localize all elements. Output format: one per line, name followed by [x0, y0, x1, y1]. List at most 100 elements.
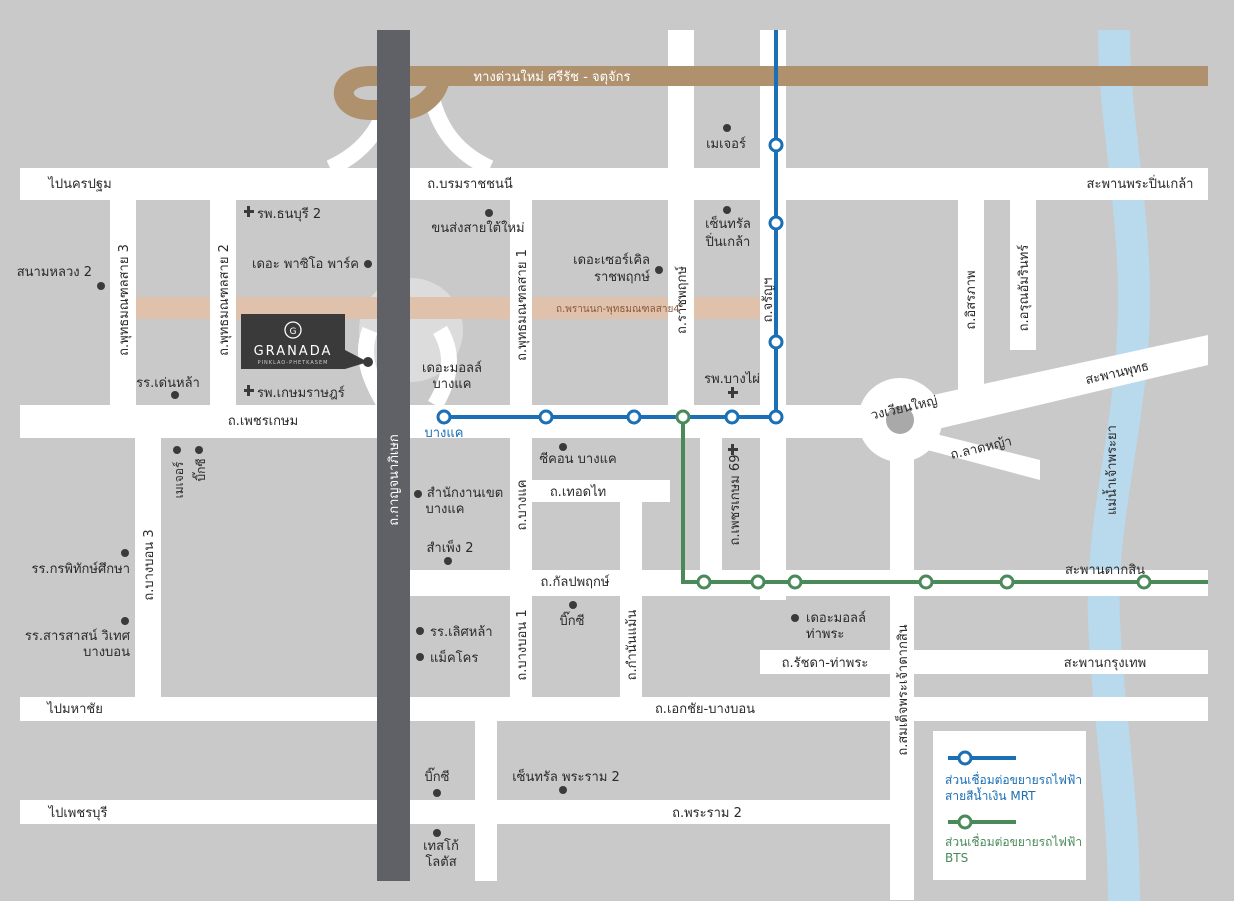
label-kanlapaphruek: ถ.กัลปพฤกษ์: [541, 574, 610, 590]
bts-station: [918, 574, 934, 590]
label-makro: แม็คโคร: [430, 648, 478, 666]
kanchanaphisek-road: [377, 30, 410, 881]
label-central-pinklao-1: เซ็นทรัล: [705, 214, 751, 232]
label-to-nakhon-pathom: ไปนครปฐม: [47, 176, 111, 192]
label-district-1: สำนักงานเขต: [427, 486, 503, 501]
label-phutthamonthon1: ถ.พุทธมณฑลสาย 1: [515, 249, 530, 361]
label-major-pinklao: เมเจอร์: [706, 136, 746, 152]
label-seacon: ซีคอน บางแค: [539, 451, 616, 467]
chao-phraya-river: [1087, 30, 1150, 901]
label-mall-thaphra-1: เดอะมอลล์: [806, 610, 866, 626]
label-school-saras-2: บางบอน: [83, 645, 130, 660]
label-lotus-1: เทสโก้: [423, 838, 459, 854]
granada-project-logo: G GRANADA PINKLAO-PHETKASEM: [241, 314, 373, 369]
vertical-roads: [110, 30, 1036, 900]
legend-bts-icon: [957, 814, 973, 830]
label-rama2: ถ.พระราม 2: [672, 806, 742, 821]
place-markers: [97, 124, 799, 837]
svg-text:G: G: [290, 327, 297, 337]
label-ratchaphruek: ถ.ราชพฤกษ์: [674, 266, 690, 334]
label-school-korn: รร.กรพิทักษ์ศึกษา: [31, 561, 130, 577]
phran-nok-road: [136, 297, 761, 319]
legend-mrt-icon: [957, 750, 973, 766]
mrt-station: [768, 334, 784, 350]
label-station-bangkhae: บางแค: [425, 426, 464, 441]
label-hosp-thonburi2: รพ.ธนบุรี 2: [257, 206, 321, 222]
label-mall-bangkhae-2: บางแค: [433, 377, 472, 392]
mrt-station: [768, 409, 784, 425]
expressway-srirat: [333, 66, 1208, 120]
label-lotus-2: โลตัส: [425, 854, 456, 870]
label-bigc-bangkhae: บิ๊กซี: [192, 458, 208, 481]
label-ratchada-thaphra: ถ.รัชดา-ท่าพระ: [782, 656, 869, 671]
label-mall-bangkhae-1: เดอะมอลล์: [422, 360, 482, 376]
label-phet-kasem-69: ถ.เพชรเกษม 69: [728, 455, 743, 546]
label-central-pinklao-2: ปิ่นเกล้า: [705, 233, 751, 250]
hospital-icons: [244, 206, 738, 455]
label-expressway: ทางด่วนใหม่ ศรีรัช - จตุจักร: [474, 69, 631, 85]
label-to-mahachai: ไปมหาชัย: [46, 701, 103, 717]
label-petchkasem: ถ.เพชรเกษม: [228, 414, 298, 429]
label-arun-amarin: ถ.อรุณอัมรินทร์: [1016, 245, 1032, 332]
mrt-station: [768, 215, 784, 231]
label-paseo: เดอะ พาซิโอ พาร์ค: [252, 256, 359, 272]
granada-g-monogram-icon: [284, 321, 302, 339]
label-school-lertla: รร.เลิศหล้า: [430, 625, 493, 640]
legend-bts-line2: BTS: [945, 851, 968, 865]
label-district-2: บางแค: [426, 502, 465, 517]
label-thoet-thai: ถ.เทอดไท: [550, 484, 606, 500]
bts-stations: [675, 409, 1152, 590]
label-kamnan-maen: ถ.กำนันแม้น: [625, 610, 640, 681]
phut-bridge-road: [910, 335, 1208, 432]
bts-station: [696, 574, 712, 590]
mrt-station-bangkhae: [436, 409, 452, 425]
label-phran-nok: ถ.พรานนก-พุทธมณฑลสาย4: [556, 304, 680, 315]
interchange-curves: [326, 88, 494, 410]
label-hosp-kasemrad: รพ.เกษมราษฎร์: [257, 385, 345, 401]
bts-station: [750, 574, 766, 590]
lat-ya-road: [890, 425, 1040, 480]
map-legend: ส่วนเชื่อมต่อขยายรถไฟฟ้า สายสีน้ำเงิน MR…: [933, 731, 1086, 880]
legend-mrt-line1: ส่วนเชื่อมต่อขยายรถไฟฟ้า: [945, 771, 1082, 787]
label-bang-bon3: ถ.บางบอน 3: [142, 529, 157, 600]
mrt-station: [626, 409, 642, 425]
label-pinklao-bridge: สะพานพระปิ่นเกล้า: [1087, 175, 1194, 192]
mrt-stations: [436, 137, 784, 425]
label-school-denla: รร.เด่นหล้า: [136, 376, 200, 391]
label-somdet-taksin: ถ.สมเด็จพระเจ้าตากสิน: [893, 624, 911, 755]
bts-station: [675, 409, 691, 425]
label-taksin-bridge: สะพานตากสิน: [1065, 563, 1145, 578]
label-circle-1: เดอะเซอร์เคิล: [573, 252, 650, 268]
label-to-phetchaburi: ไปเพชรบุรี: [48, 805, 108, 821]
label-sampeng2: สำเพ็ง 2: [427, 538, 474, 556]
label-itsaraphap: ถ.อิสรภาพ: [964, 270, 979, 329]
label-circle-2: ราชพฤกษ์: [594, 269, 650, 285]
bts-station: [1136, 574, 1152, 590]
label-phutthamonthon2: ถ.พุทธมณฑลสาย 2: [217, 244, 232, 356]
bts-station: [787, 574, 803, 590]
legend-bts-line1: ส่วนเชื่อมต่อขยายรถไฟฟ้า: [945, 833, 1082, 849]
label-bigc-rama2: บิ๊กซี: [425, 767, 450, 785]
logo-name: GRANADA: [254, 344, 333, 359]
label-kanchanaphisek: ถ.กาญจนาภิเษก: [387, 434, 402, 526]
label-borommaratchachonnani: ถ.บรมราชชนนี: [427, 176, 513, 192]
label-major-bangkhae: เมเจอร์: [172, 461, 186, 498]
bts-station: [999, 574, 1015, 590]
legend-mrt-line2: สายสีน้ำเงิน MRT: [945, 787, 1036, 803]
mrt-station: [538, 409, 554, 425]
wongwian-yai-monument-icon: [886, 406, 914, 434]
label-bigc-kanlapaphruek: บิ๊กซี: [560, 611, 585, 629]
label-central-rama2: เซ็นทรัล พระราม 2: [512, 767, 620, 785]
label-bang-khae-road: ถ.บางแค: [515, 480, 530, 531]
label-sanam-luang2: สนามหลวง 2: [17, 265, 92, 280]
logo-sub: PINKLAO-PHETKASEM: [258, 360, 329, 366]
label-phutthamonthon3: ถ.พุทธมณฑลสาย 3: [117, 244, 132, 356]
label-school-saras-1: รร.สารสาสน์ วิเทศ: [25, 628, 131, 644]
mrt-station: [768, 137, 784, 153]
mrt-station: [724, 409, 740, 425]
label-charan: ถ.จรัญฯ: [761, 278, 776, 323]
label-ekachai: ถ.เอกชัย-บางบอน: [655, 702, 755, 717]
bts-green-line: [681, 417, 1208, 584]
label-chao-phraya: แม่น้ำเจ้าพระยา: [1102, 425, 1120, 515]
